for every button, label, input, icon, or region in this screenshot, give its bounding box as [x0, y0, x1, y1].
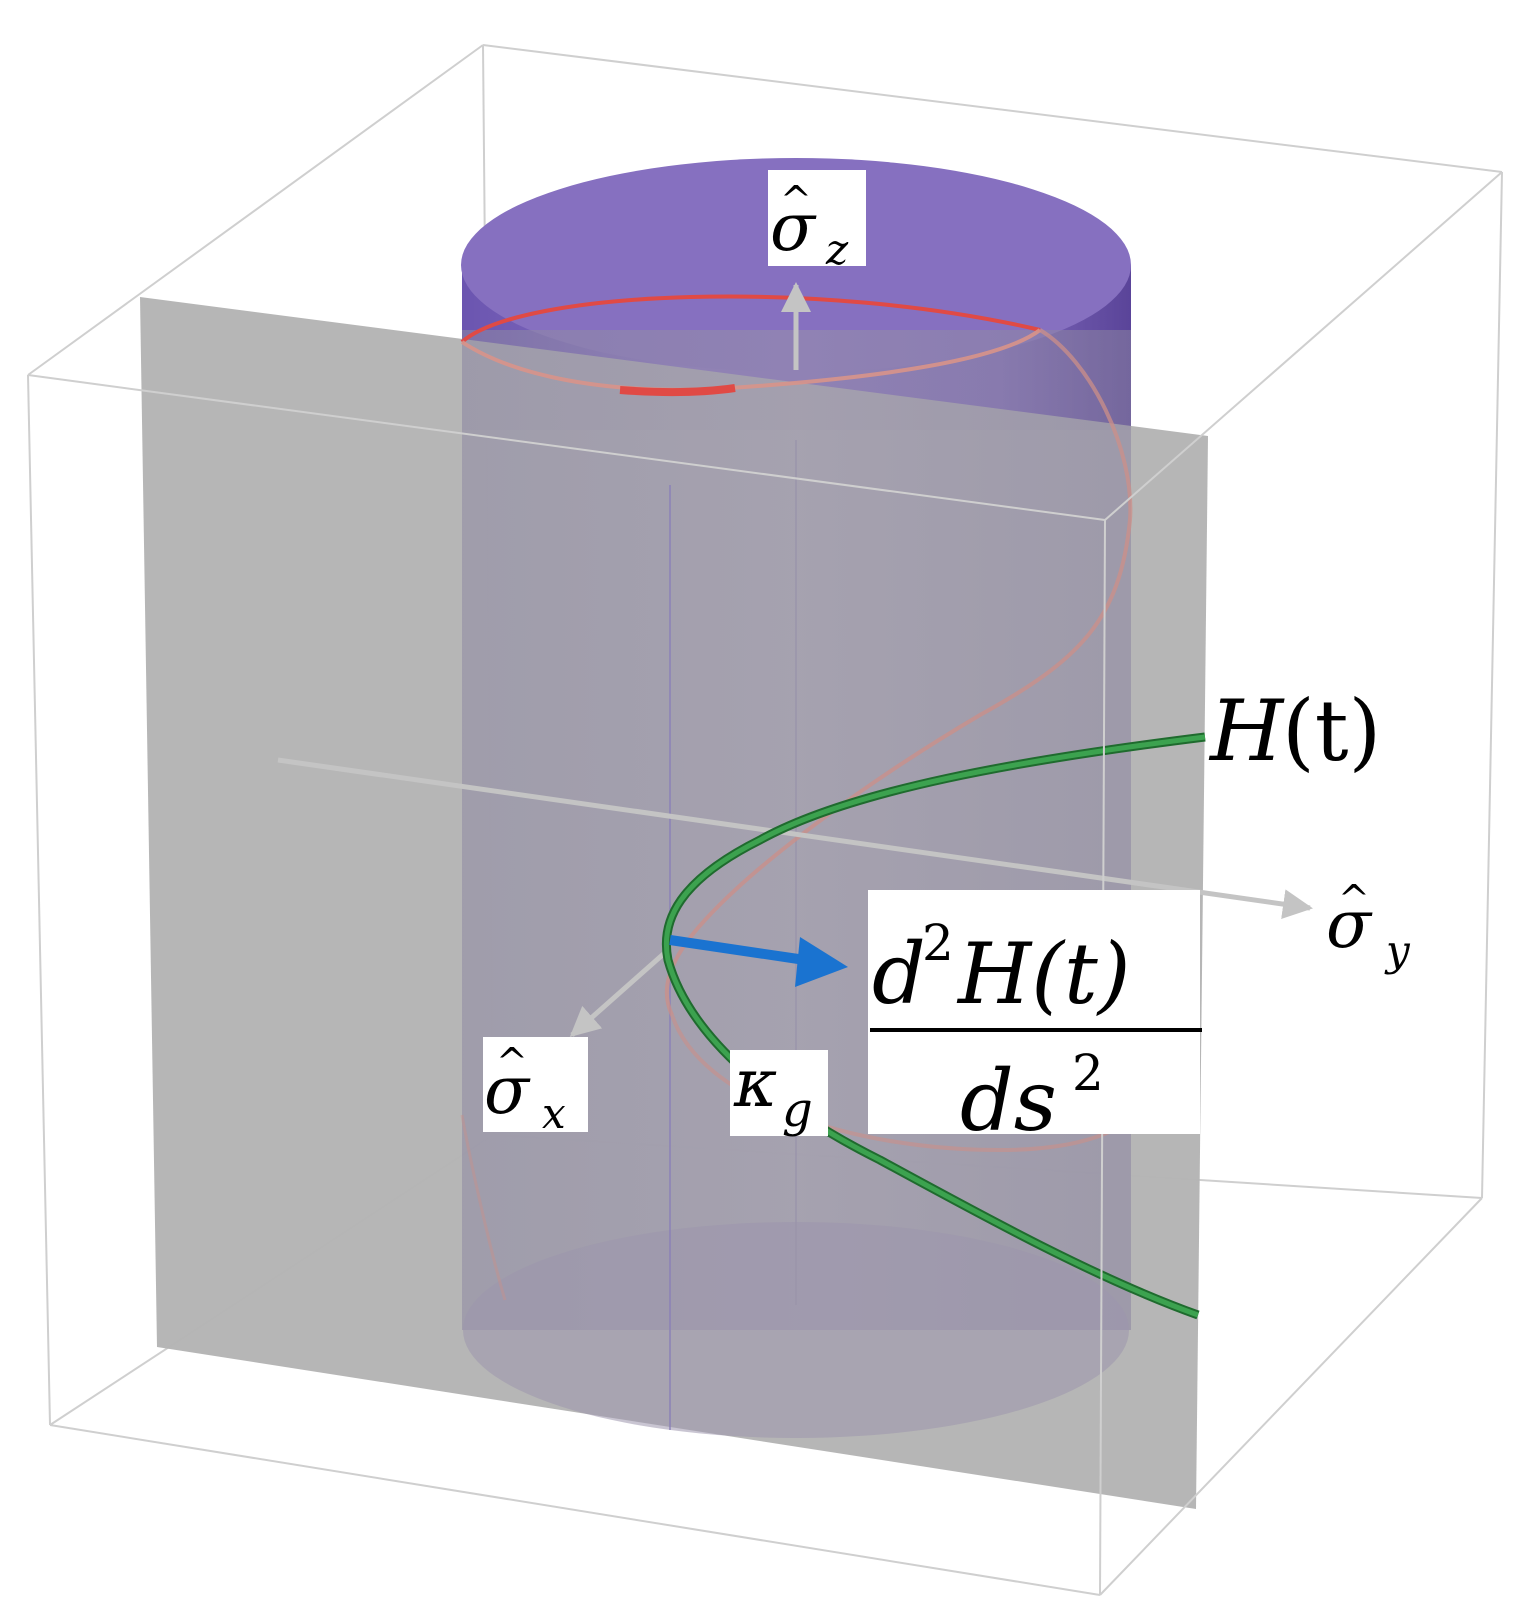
sigma-x-label: ^ σ x [483, 1037, 588, 1138]
svg-text:x: x [542, 1089, 566, 1138]
svg-text:H(t): H(t) [956, 925, 1131, 1023]
svg-text:σ: σ [484, 1052, 531, 1129]
svg-text:σ: σ [1326, 886, 1373, 963]
svg-text:H: H [1208, 682, 1285, 780]
sigma-y-axis [277, 757, 1313, 920]
svg-text:y: y [1384, 926, 1411, 975]
second-derivative-label: d 2 H(t) ds 2 [868, 890, 1202, 1150]
sigma-x-axis [569, 948, 670, 1037]
hamiltonian-label: H (t) [1208, 682, 1381, 780]
svg-text:^: ^ [780, 178, 812, 222]
svg-text:2: 2 [1072, 1044, 1104, 1102]
sigma-y-label: ^ σ y [1326, 877, 1411, 975]
svg-text:g: g [782, 1082, 813, 1138]
svg-text:κ: κ [733, 1045, 777, 1122]
curvature-arrow [669, 935, 848, 987]
arrow-icon [795, 937, 848, 987]
svg-text:^: ^ [1338, 877, 1370, 921]
svg-text:ds: ds [960, 1052, 1057, 1150]
svg-text:^: ^ [496, 1040, 528, 1084]
svg-text:σ: σ [770, 189, 817, 266]
svg-text:2: 2 [922, 914, 954, 972]
svg-text:z: z [825, 225, 849, 274]
kappa-label: κ g [730, 1045, 828, 1138]
svg-text:(t): (t) [1282, 682, 1381, 780]
hamiltonian-curve-highlight [663, 734, 1206, 1318]
sigma-z-label: ^ σ z [768, 170, 866, 274]
svg-text:d: d [872, 925, 926, 1023]
